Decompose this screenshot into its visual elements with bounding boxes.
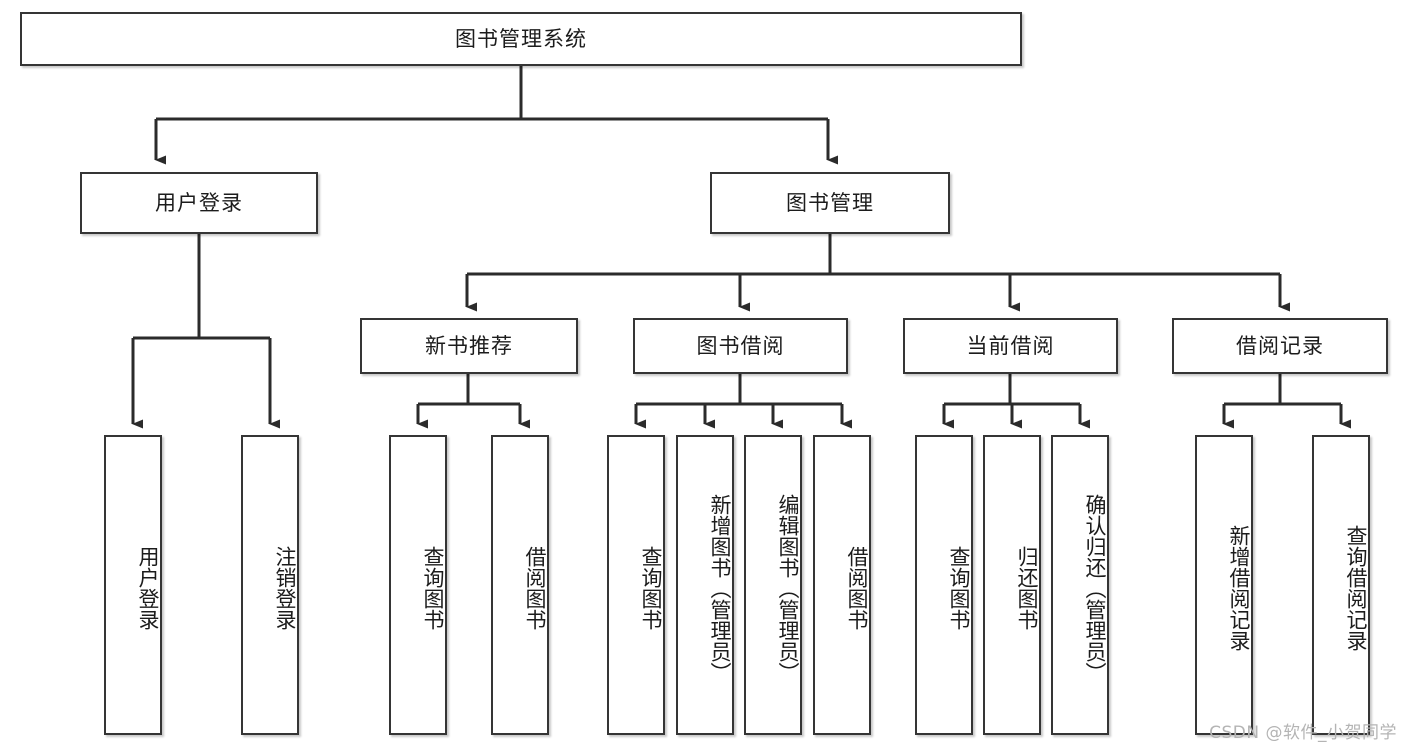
node-label: 查询图书 bbox=[421, 546, 445, 630]
node-label: 归还图书 bbox=[1015, 546, 1039, 630]
leaf-new-book-query-books[interactable]: 查询图书 bbox=[389, 435, 447, 735]
node-book-borrow[interactable]: 图书借阅 bbox=[633, 318, 848, 374]
node-label: 新书推荐 bbox=[425, 333, 513, 358]
node-label: 用户登录 bbox=[136, 546, 160, 630]
node-label: 查询图书 bbox=[947, 546, 971, 630]
node-label: 图书管理 bbox=[786, 190, 874, 215]
leaf-new-book-borrow-books[interactable]: 借阅图书 bbox=[491, 435, 549, 735]
leaf-user-login-logout[interactable]: 注销登录 bbox=[241, 435, 299, 735]
leaf-book-borrow-edit-book-admin[interactable]: 编辑图书（管理员） bbox=[744, 435, 802, 735]
node-label: 借阅图书 bbox=[523, 546, 547, 630]
leaf-current-borrow-query-books[interactable]: 查询图书 bbox=[915, 435, 973, 735]
node-label: 图书借阅 bbox=[696, 333, 785, 358]
node-current-borrow[interactable]: 当前借阅 bbox=[903, 318, 1118, 374]
node-label: 新增借阅记录 bbox=[1227, 525, 1251, 651]
node-root-book-management-system[interactable]: 图书管理系统 bbox=[20, 12, 1022, 66]
leaf-book-borrow-query-books[interactable]: 查询图书 bbox=[607, 435, 665, 735]
leaf-book-borrow-add-book-admin[interactable]: 新增图书（管理员） bbox=[676, 435, 734, 735]
node-label: 借阅图书 bbox=[845, 546, 869, 630]
node-label: 查询借阅记录 bbox=[1344, 525, 1368, 651]
leaf-current-borrow-confirm-return-admin[interactable]: 确认归还（管理员） bbox=[1051, 435, 1109, 735]
node-new-book-recommend[interactable]: 新书推荐 bbox=[360, 318, 578, 374]
node-label: 当前借阅 bbox=[966, 333, 1055, 358]
node-borrow-record[interactable]: 借阅记录 bbox=[1172, 318, 1388, 374]
node-label: 查询图书 bbox=[639, 546, 663, 630]
leaf-book-borrow-borrow-books[interactable]: 借阅图书 bbox=[813, 435, 871, 735]
node-label: 编辑图书（管理员） bbox=[776, 493, 800, 683]
leaf-borrow-record-add-record[interactable]: 新增借阅记录 bbox=[1195, 435, 1253, 735]
csdn-watermark: CSDN @软件_小贺同学 bbox=[1209, 723, 1397, 743]
leaf-current-borrow-return-books[interactable]: 归还图书 bbox=[983, 435, 1041, 735]
node-label: 图书管理系统 bbox=[455, 26, 587, 51]
node-label: 确认归还（管理员） bbox=[1083, 493, 1107, 683]
node-user-login[interactable]: 用户登录 bbox=[80, 172, 318, 234]
node-book-management[interactable]: 图书管理 bbox=[710, 172, 950, 234]
node-label: 借阅记录 bbox=[1236, 333, 1324, 358]
node-label: 注销登录 bbox=[273, 546, 297, 630]
leaf-borrow-record-query-record[interactable]: 查询借阅记录 bbox=[1312, 435, 1370, 735]
leaf-user-login-login[interactable]: 用户登录 bbox=[104, 435, 162, 735]
node-label: 新增图书（管理员） bbox=[708, 493, 732, 683]
node-label: 用户登录 bbox=[155, 190, 243, 215]
